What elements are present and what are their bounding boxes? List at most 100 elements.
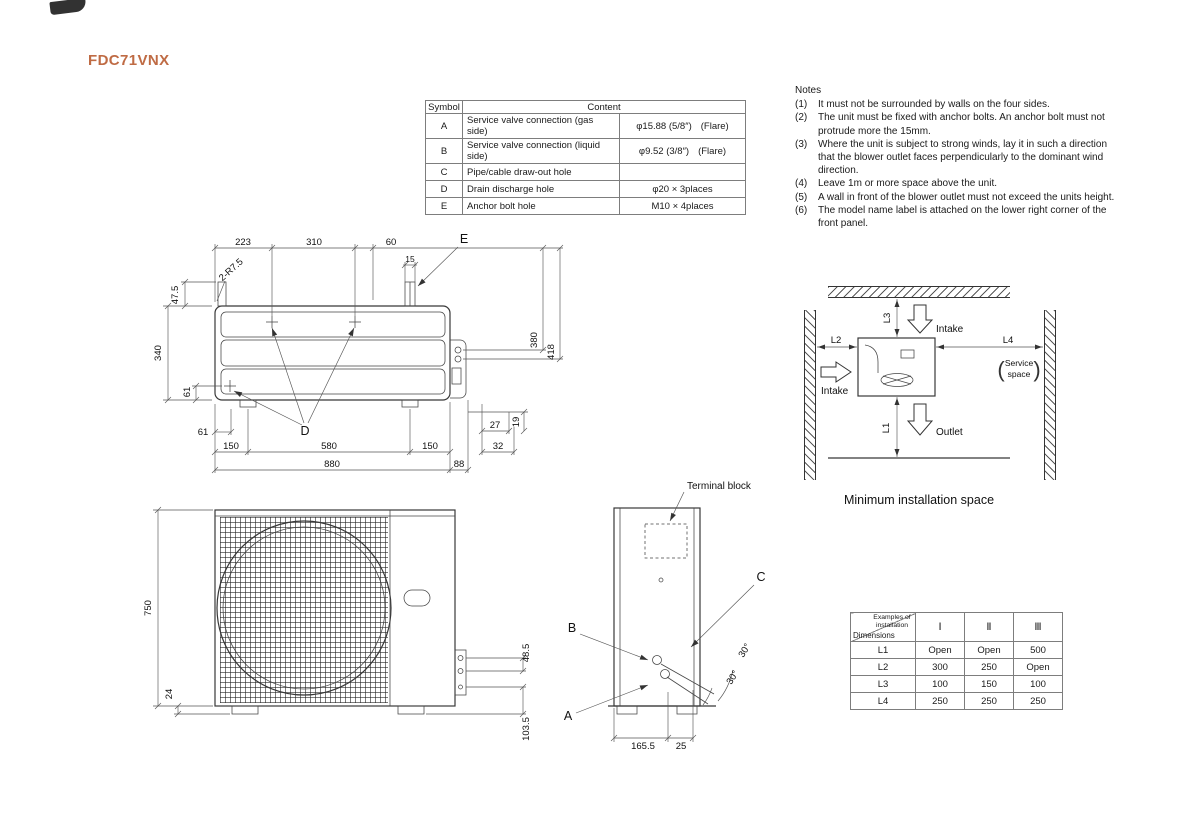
value-cell: Open [1013, 658, 1063, 676]
dim-32: 32 [493, 441, 504, 452]
symbol-cell: E [425, 197, 463, 215]
table-row: L3 100 150 100 [850, 675, 1063, 693]
content-cell: Anchor bolt hole [462, 197, 620, 215]
hole-label-d: D [300, 424, 309, 438]
wall-hatch-back [828, 286, 1010, 298]
angle-30-2: 30° [724, 669, 741, 687]
dim-60: 60 [386, 237, 397, 248]
content-cell: Service valve connection (gas side) [462, 113, 620, 139]
dim-61-bottom: 61 [198, 427, 209, 438]
symbol-cell: B [425, 138, 463, 164]
service-paren-open: ( [997, 357, 1005, 382]
spec-cell: φ9.52 (3/8″)(Flare) [619, 138, 746, 164]
dim-48-5: 48.5 [521, 644, 532, 663]
intake-side-label: Intake [821, 386, 849, 397]
spec-cell: M10 × 4places [619, 197, 746, 215]
table-header-row: Examples of installation Dimensions Ⅰ Ⅱ … [850, 612, 1063, 642]
hole-label-a: A [564, 709, 573, 723]
dimension-labels: E D 2-R7.5 223 310 60 15 47.5 340 61 61 … [153, 232, 557, 470]
dimension-lines [163, 244, 564, 474]
note-item: (5)A wall in front of the blower outlet … [795, 191, 1115, 203]
fan-grille-grid [220, 517, 388, 703]
content-cell: Service valve connection (liquid side) [462, 138, 620, 164]
column-header: Ⅲ [1013, 612, 1063, 642]
labels: Terminal block C B A 30° 30° 165.5 25 [564, 481, 766, 752]
service-space-label: space [1008, 369, 1031, 379]
table-row: D Drain discharge hole φ20 × 3places [425, 180, 746, 198]
dim-750: 750 [143, 600, 154, 616]
table-row: C Pipe/cable draw-out hole [425, 163, 746, 181]
column-header: Ⅱ [964, 612, 1014, 642]
dim-l1: L1 [881, 423, 892, 434]
note-item: (6)The model name label is attached on t… [795, 204, 1107, 229]
note-item: (1)It must not be surrounded by walls on… [795, 99, 1050, 111]
angle-30-1: 30° [736, 642, 753, 660]
service-space-label: Service [1005, 358, 1034, 368]
symbol-cell: A [425, 113, 463, 139]
value-cell: 100 [1013, 675, 1063, 693]
page-title: FDC71VNX [88, 52, 170, 69]
value-cell: 250 [964, 692, 1014, 710]
fan-symbol [880, 373, 914, 387]
value-cell: 250 [1013, 692, 1063, 710]
service-paren-close: ) [1033, 357, 1040, 382]
note-item: (3)Where the unit is subject to strong w… [795, 138, 1108, 177]
dim-24: 24 [164, 689, 175, 700]
service-valve-a [660, 669, 670, 679]
corner-top-label: Examples of installation [873, 614, 911, 629]
wall-hatch-right [1044, 310, 1056, 480]
clearance-dimensions [817, 299, 1043, 457]
front-view-drawing: 750 24 48.5 103.5 [143, 506, 532, 741]
outlet-arrow [906, 403, 934, 436]
value-cell: 250 [915, 692, 965, 710]
spec-cell: φ20 × 3places [619, 180, 746, 198]
dim-103-5: 103.5 [521, 717, 532, 741]
value-cell: Open [964, 641, 1014, 659]
terminal-block-label: Terminal block [687, 481, 752, 492]
note-item: (2)The unit must be fixed with anchor bo… [795, 112, 1105, 137]
leader-lines [216, 246, 459, 426]
dim-47-5: 47.5 [170, 286, 181, 305]
note-item: (4)Leave 1m or more space above the unit… [795, 178, 997, 190]
value-cell: 100 [915, 675, 965, 693]
table-row: A Service valve connection (gas side) φ1… [425, 113, 746, 139]
side-view-drawing: Terminal block C B A 30° 30° 165.5 25 [564, 481, 766, 752]
dim-27: 27 [490, 420, 501, 431]
outlet-label: Outlet [936, 427, 963, 438]
notes-title: Notes [795, 85, 822, 96]
content-cell: Pipe/cable draw-out hole [462, 163, 620, 181]
installation-space-diagram: L3 L2 L4 L1 Intake Intake Outlet ( Servi… [817, 299, 1043, 507]
dim-corner-radius: 2-R7.5 [217, 257, 246, 284]
angle-marks [702, 669, 734, 706]
unit-front-outline [214, 509, 467, 715]
dim-380: 380 [529, 332, 540, 348]
content-header: Content [462, 100, 746, 114]
value-cell: 300 [915, 658, 965, 676]
dim-61-left: 61 [182, 387, 193, 398]
value-cell: Open [915, 641, 965, 659]
dim-88: 88 [454, 459, 465, 470]
row-label: L2 [850, 658, 916, 676]
dim-340: 340 [153, 345, 164, 361]
dim-165-5: 165.5 [631, 741, 655, 752]
dim-223: 223 [235, 237, 251, 248]
unit-top-outline [214, 281, 467, 408]
drain-hole-marks [224, 316, 361, 392]
dim-l2: L2 [831, 335, 842, 346]
dimension-labels: 750 24 48.5 103.5 [143, 600, 532, 741]
dim-150-right: 150 [422, 441, 438, 452]
unit-side-outline [608, 507, 716, 715]
column-header: Ⅰ [915, 612, 965, 642]
model-label-plate [403, 589, 431, 607]
valve-cover [454, 649, 467, 696]
table-row: L2 300 250 Open [850, 658, 1063, 676]
dim-418: 418 [546, 344, 557, 360]
value-cell: 150 [964, 675, 1014, 693]
scan-artifact [49, 0, 87, 16]
dim-19: 19 [511, 417, 522, 428]
side-intake-arrow [820, 361, 852, 383]
unit-plan-symbol [857, 337, 936, 397]
back-intake-arrow [906, 304, 934, 334]
service-valve-b [652, 655, 662, 665]
dim-310: 310 [306, 237, 322, 248]
